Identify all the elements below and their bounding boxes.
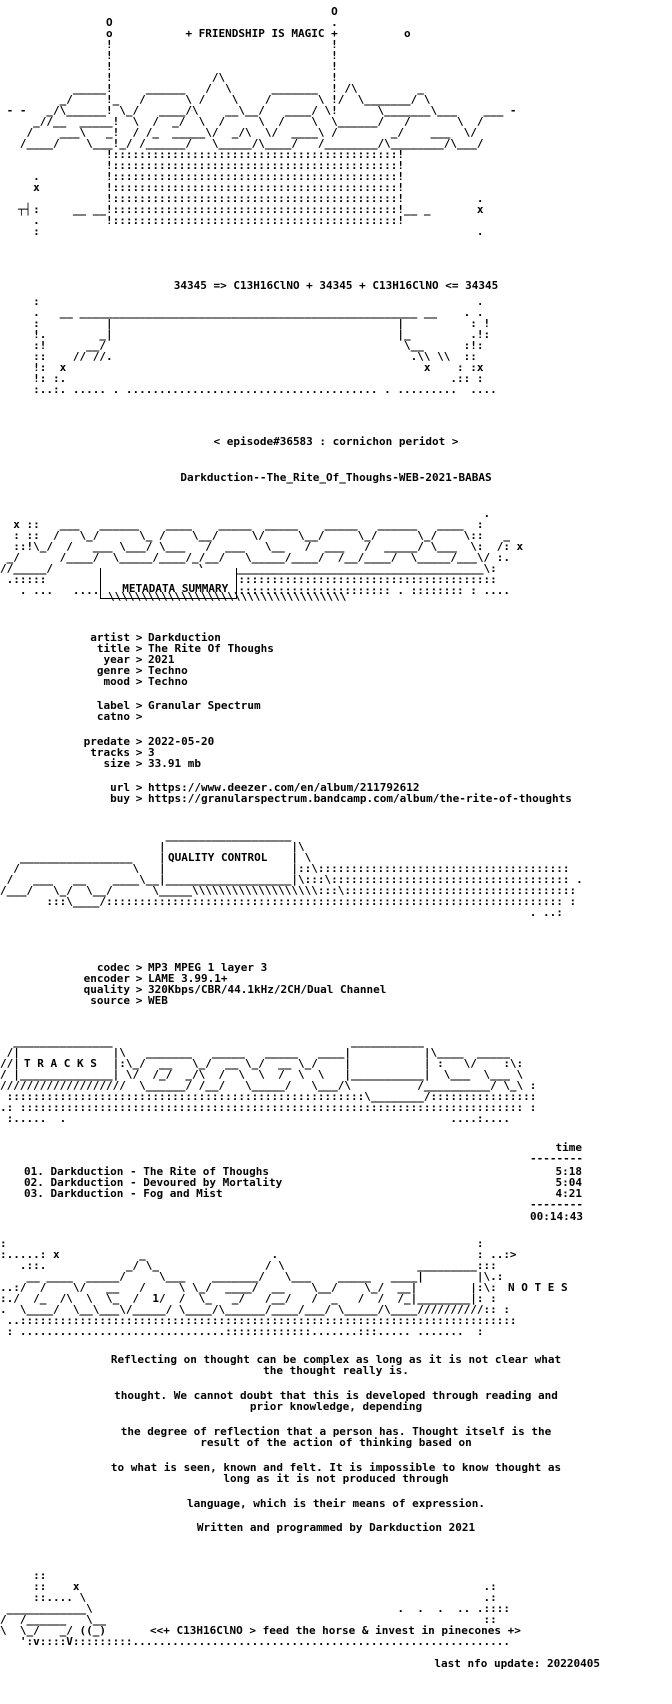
- quality-row-quality: quality>320Kbps/CBR/44.1kHz/2CH/Dual Cha…: [83, 983, 387, 996]
- tracks-title: T R A C K S: [24, 1057, 97, 1070]
- notes-text: Reflecting on thought can be complex as …: [0, 748, 672, 1533]
- tracklist: time -------- 01. Darkduction - The Rite…: [0, 594, 672, 1222]
- notes-title: N O T E S: [508, 1281, 568, 1294]
- meta-row-buy: buy>https://granularspectrum.bandcamp.co…: [110, 792, 572, 805]
- header-ascii-art: O O . o + FRIENDSHIP IS MAGIC + o ! ! !: [6, 5, 517, 238]
- th-glyph: ┬┤: [18, 203, 32, 216]
- frame-ascii-art: : . . __ _______________________________…: [33, 295, 497, 396]
- last-update: last nfo update: 20220405: [434, 1657, 600, 1670]
- url-link[interactable]: https://www.deezer.com/en/album/21179261…: [148, 781, 420, 794]
- meta-row-catno: catno>: [96, 710, 143, 723]
- time-header: time: [555, 1141, 583, 1154]
- metadata-ascii-art: . x :: ___ ______ ____ _____ _____ _____…: [0, 507, 524, 597]
- total-time: 00:14:43: [530, 1210, 583, 1223]
- quality-row-source: source>WEB: [90, 994, 168, 1007]
- note-paragraph-5: language, which is their means of expres…: [186, 1497, 485, 1510]
- banner-text: + FRIENDSHIP IS MAGIC +: [185, 27, 338, 40]
- time-rule-top: --------: [530, 1152, 583, 1165]
- meta-row-title: title>The Rite Of Thoughs: [96, 642, 274, 655]
- quality-row-codec: codec>MP3 MPEG 1 layer 3: [96, 961, 268, 974]
- meta-row-tracks: tracks>3: [90, 746, 155, 759]
- tracks-ascii-art: _______________ ___________ /| |\ ______…: [0, 1035, 537, 1125]
- meta-row-predate: predate>2022-05-20: [83, 735, 215, 748]
- meta-row-url: url>https://www.deezer.com/en/album/2117…: [110, 781, 420, 794]
- meta-row-genre: genre>Techno: [96, 664, 188, 677]
- footer-ascii-art: :: :: x .: ::.... \ .: ____________\: [0, 1569, 510, 1648]
- note-paragraph-1: Reflecting on thought can be complex as …: [110, 1353, 562, 1377]
- metadata-hatch: \\\\\\\\\\\\\\\\\\\\\\\\\\\\\\\\\\\\: [108, 590, 347, 603]
- metadata-title: METADATA SUMMARY: [122, 582, 229, 595]
- meta-row-mood: mood>Techno: [103, 675, 188, 688]
- note-paragraph-6: Written and programmed by Darkduction 20…: [196, 1521, 476, 1534]
- metadata-box: METADATA SUMMARY: [100, 568, 238, 599]
- formula-line: 34345 => C13H16ClNO + 34345 + C13H16ClNO…: [173, 279, 499, 292]
- meta-row-label: label>Granular Spectrum: [96, 699, 261, 712]
- note-paragraph-4: to what is seen, known and felt. It is i…: [110, 1461, 562, 1485]
- quality-list: codec>MP3 MPEG 1 layer 3 encoder>LAME 3.…: [0, 473, 672, 1006]
- note-paragraph-2: thought. We cannot doubt that this is de…: [114, 1389, 558, 1413]
- note-paragraph-3: the degree of reflection that a person h…: [120, 1425, 552, 1449]
- episode-line: < episode#36583 : cornichon peridot >: [213, 435, 459, 448]
- quality-row-encoder: encoder>LAME 3.99.1+: [83, 972, 228, 985]
- footer-tagline: <<+ C13H16ClNO > feed the horse & invest…: [150, 1624, 521, 1637]
- metadata-list: artist>Darkduction title>The Rite Of Tho…: [0, 231, 672, 804]
- notes-ascii-art: : : :.....: x _ . : ..:> .::. _/ \_ / \: [0, 1237, 517, 1338]
- buy-link[interactable]: https://granularspectrum.bandcamp.com/al…: [148, 792, 572, 805]
- time-rule-bottom: --------: [530, 1198, 583, 1211]
- meta-row-year: year>2021: [103, 653, 175, 666]
- meta-row-artist: artist>Darkduction: [90, 631, 221, 644]
- quality-ascii-art: ___________________ | |\ _______________…: [0, 829, 583, 919]
- release-name: Darkduction--The_Rite_Of_Thoughs-WEB-202…: [180, 471, 492, 484]
- quality-title: QUALITY CONTROL: [168, 851, 268, 864]
- meta-row-size: size>33.91 mb: [103, 757, 201, 770]
